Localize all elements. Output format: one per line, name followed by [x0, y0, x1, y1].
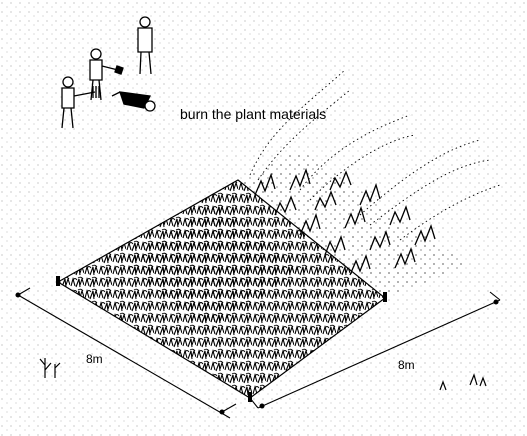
caption-label: burn the plant materials: [180, 106, 326, 122]
width-dimension-label: 8m: [86, 352, 103, 366]
length-dimension-label: 8m: [398, 358, 415, 372]
